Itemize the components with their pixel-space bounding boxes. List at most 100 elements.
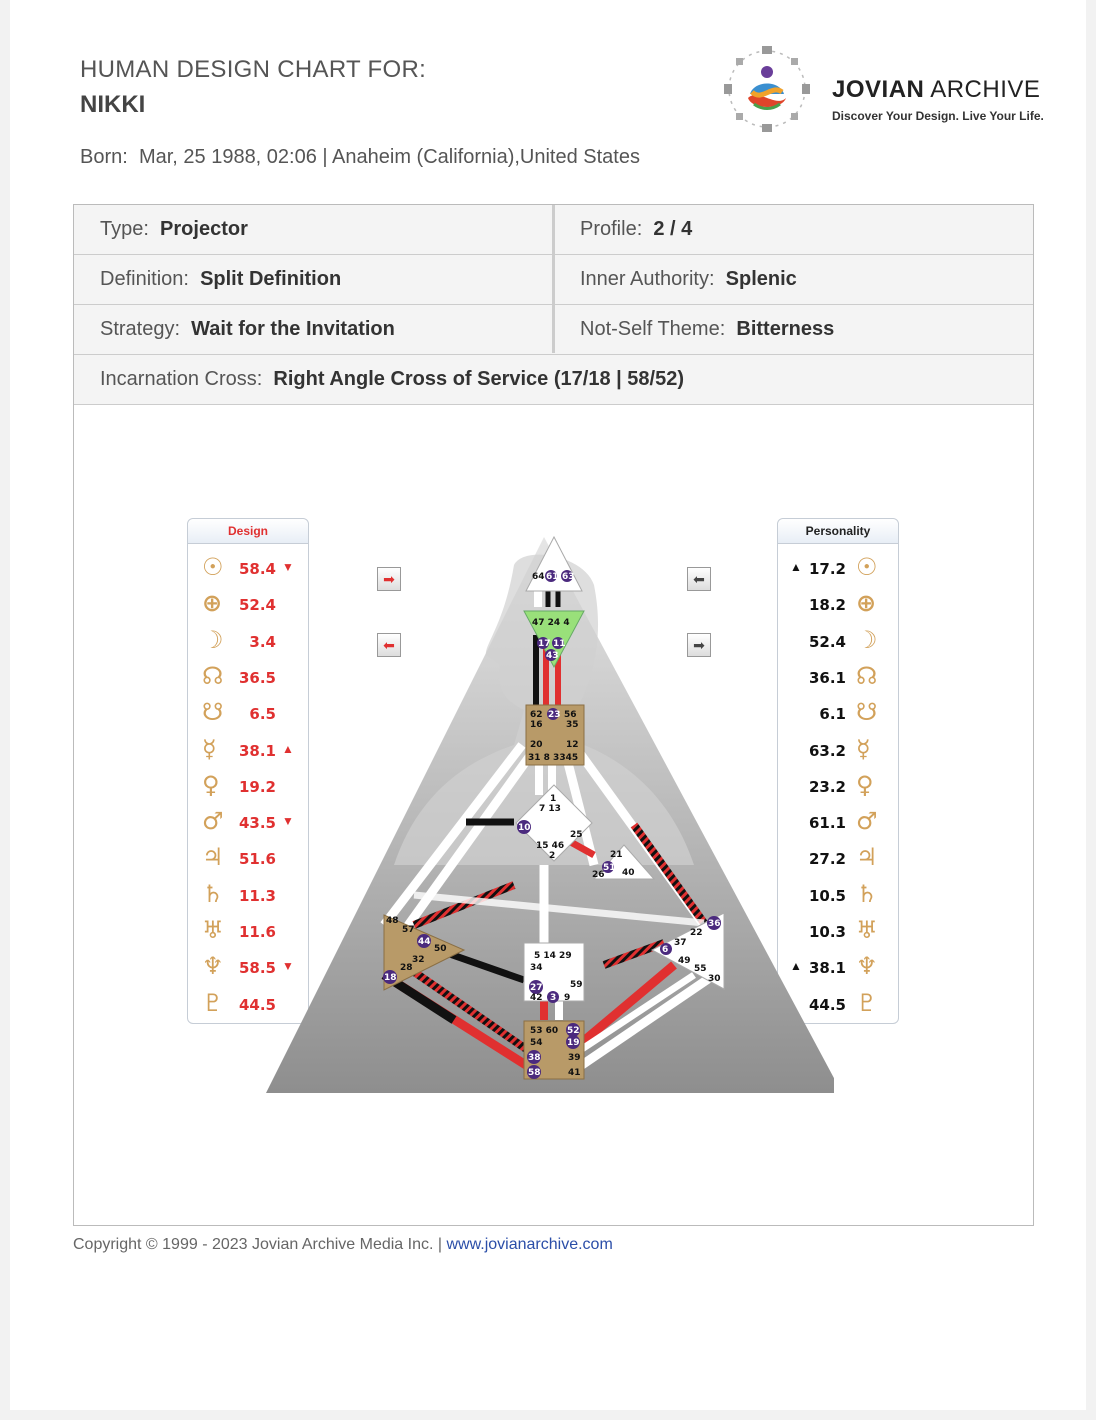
brand-name: JOVIAN ARCHIVE [832,76,1041,103]
personality-activation-value: 27.2 [808,850,846,869]
sun-icon: ☉ [202,553,224,581]
mercury-icon: ☿ [202,734,217,763]
svg-text:7 13: 7 13 [539,804,561,814]
neptune-icon: ♆ [202,952,224,981]
moon-icon: ☽ [202,625,224,654]
spleen-center [383,914,466,991]
north-node-icon: ☊ [856,661,878,690]
personality-row-jupiter: ♃27.2 [778,839,898,875]
svg-text:15 46: 15 46 [536,841,564,851]
pluto-icon: ♇ [202,988,224,1017]
svg-text:63: 63 [562,572,575,582]
svg-text:51: 51 [603,863,616,873]
fixing-arrow-icon: ▲ [282,741,294,756]
mars-icon: ♂ [856,807,878,836]
svg-text:59: 59 [570,980,583,990]
footer-copyright: Copyright © 1999 - 2023 Jovian Archive M… [73,1236,613,1253]
fixing-arrow-icon: ▲ [790,560,802,574]
design-next-arrow-icon[interactable]: ➡ [377,567,401,591]
person-name: NIKKI [80,91,146,118]
design-prev-arrow-icon[interactable]: ⬅ [377,633,401,657]
svg-text:28: 28 [400,963,413,973]
fixing-arrow-icon: ▼ [282,959,294,974]
venus-icon: ♀ [202,770,220,799]
svg-text:32: 32 [412,955,425,965]
design-activation-value: 19.2 [238,777,276,796]
design-row-south-node: ☋6.5 [188,694,308,730]
personality-activation-value: 44.5 [808,995,846,1014]
design-activation-value: 44.5 [238,995,276,1014]
design-row-neptune: ♆ 58.5 ▼ [188,948,308,984]
design-activation-value: 36.5 [238,668,276,687]
svg-text:44: 44 [418,937,431,947]
svg-text:11: 11 [553,639,566,649]
design-activation-value: 58.5 [238,959,276,978]
personality-activation-value: 38.1 [808,959,846,978]
svg-text:26: 26 [592,870,605,880]
personality-prev-arrow-icon[interactable]: ⬅ [687,567,711,591]
svg-text:30: 30 [708,974,721,984]
svg-text:5 14 29: 5 14 29 [534,951,572,961]
svg-text:64: 64 [532,572,545,582]
design-activation-value: 43.5 [238,814,276,833]
uranus-icon: ♅ [856,916,878,944]
svg-text:3: 3 [550,993,556,1003]
notself-field: Not-Self Theme: Bitterness [580,318,835,340]
design-row-moon: ☽3.4 [188,622,308,658]
svg-text:61: 61 [546,572,559,582]
svg-text:9: 9 [564,993,570,1003]
authority-field: Inner Authority: Splenic [580,268,797,290]
personality-activation-value: 6.1 [819,705,846,724]
svg-text:53 60: 53 60 [530,1026,558,1036]
personality-row-uranus: ♅10.3 [778,912,898,948]
personality-activation-value: 17.2 [808,560,846,578]
svg-text:54: 54 [530,1038,543,1048]
design-row-earth: ⊕52.4 [188,585,308,621]
svg-text:47 24 4: 47 24 4 [532,618,570,628]
design-row-uranus: ♅11.6 [188,912,308,948]
svg-text:40: 40 [622,868,635,878]
personality-row-saturn: ♄10.5 [778,876,898,912]
footer-website-link[interactable]: www.jovianarchive.com [446,1236,613,1253]
svg-text:27: 27 [530,983,543,993]
channels [380,585,717,1071]
design-activation-value: 58.4 [238,560,276,578]
personality-activation-value: 52.4 [808,632,846,651]
svg-text:36: 36 [708,919,721,929]
personality-activation-value: 23.2 [808,777,846,796]
jovian-archive-logo-icon [724,46,810,132]
svg-text:2: 2 [549,851,555,861]
svg-text:41: 41 [568,1068,581,1078]
design-panel-title: Design [188,519,308,544]
personality-activation-value: 36.1 [808,668,846,687]
svg-text:57: 57 [402,925,415,935]
incarnation-cross-field: Incarnation Cross: Right Angle Cross of … [100,368,684,390]
sun-icon: ☉ [856,553,878,581]
personality-row-mars: ♂61.1 [778,803,898,839]
design-row-pluto: ♇ 44.5 [188,985,308,1021]
design-activation-value: 38.1 [238,741,276,760]
personality-row-neptune: ♆38.1▲ [778,948,898,984]
svg-text:49: 49 [678,956,691,966]
svg-text:38: 38 [528,1053,541,1063]
svg-text:48: 48 [386,916,399,926]
svg-text:25: 25 [570,830,583,840]
svg-text:55: 55 [694,964,707,974]
neptune-icon: ♆ [856,952,878,981]
svg-text:16: 16 [530,720,543,730]
saturn-icon: ♄ [202,879,224,908]
moon-icon: ☽ [856,625,878,654]
bodygraph: 64 61 63 47 24 4 17 11 43 62 23 56 1635 … [266,535,834,1093]
svg-text:35: 35 [566,720,579,730]
fixing-arrow-icon: ▼ [282,814,294,829]
svg-text:50: 50 [434,944,447,954]
personality-row-moon: ☽ 52.4 [778,622,898,658]
fixing-arrow-icon: ▼ [282,560,294,574]
personality-next-arrow-icon[interactable]: ➡ [687,633,711,657]
svg-text:17: 17 [538,639,551,649]
personality-panel-title: Personality [778,519,898,544]
chart-frame: Type: Projector Profile: 2 / 4 Definitio… [73,204,1034,1226]
personality-activation-value: 63.2 [808,741,846,760]
svg-text:43: 43 [546,651,559,661]
